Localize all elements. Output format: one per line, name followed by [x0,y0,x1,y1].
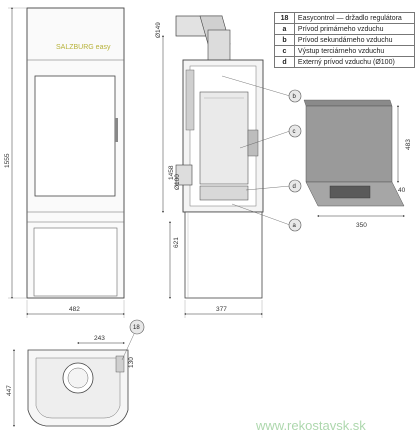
legend-row: 18 Easycontrol — držadlo regulátora [274,12,415,24]
legend-key: b [274,34,295,46]
legend-key: 18 [274,12,295,24]
air-inlet-diameter-dimension: Ø100 [174,174,181,190]
svg-text:d: d [293,184,296,190]
legend-table: 18 Easycontrol — držadlo regulátora a Pr… [274,12,415,68]
secondary-air-channel [185,69,195,131]
callout-d: d [288,179,302,193]
top-regulator [115,355,125,373]
callout-c: c [288,124,302,138]
front-width-dimension: 482 [69,306,80,313]
callout-a: a [288,218,302,232]
legend-text: Prívod sekundárneho vzduchu [293,34,415,46]
flue-diameter-dimension: Ø149 [155,22,162,38]
top-view: 243 130 447 [6,333,135,427]
legend-text: Výstup terciárneho vzduchu [293,45,415,57]
firebox-back-plate [305,105,393,183]
top-offset-dimension: 243 [94,335,105,342]
firebox-height-dimension: 483 [405,139,412,150]
legend-key: d [274,56,295,68]
door-handle [115,118,118,142]
side-pedestal [184,211,263,299]
legend-key: c [274,45,295,57]
lower-height-dimension: 621 [173,237,180,248]
legend-key: a [274,23,295,35]
firebox-3d-view: 483 40 350 [303,99,412,229]
callout-b: b [288,89,302,103]
callout-18: 18 [129,319,145,335]
front-brand-label: SALZBURG easy [56,44,111,51]
watermark: www.rekostavsk.sk [255,418,366,433]
front-height-dimension: 1555 [4,153,11,168]
front-glass-door [34,75,116,197]
svg-text:18: 18 [133,325,140,331]
legend-row: c Výstup terciárneho vzduchu [274,45,415,57]
regulator-handle-side [247,129,259,157]
ash-tray [199,185,249,201]
legend-text: Externý prívod vzduchu (Ø100) [293,56,415,68]
firebox-width-dimension: 350 [356,222,367,229]
front-view: SALZBURG easy 1555 482 [4,7,125,318]
side-firebox [199,91,249,185]
svg-text:a: a [293,223,297,229]
svg-text:c: c [293,129,296,135]
side-section-view: Ø149 1458 Ø100 621 377 [155,15,291,318]
top-depth-dimension: 447 [6,385,13,396]
legend-row: b Prívod sekundárneho vzduchu [274,34,415,46]
svg-text:b: b [293,94,297,100]
front-storage-niche [33,227,118,297]
legend-row: a Prívod primárneho vzduchu [274,23,415,35]
legend-text: Easycontrol — držadlo regulátora [293,12,415,24]
firebox-grate [329,185,371,199]
external-air-inlet [175,164,193,186]
top-small-dimension: 130 [128,357,135,368]
total-height-dimension: 1458 [168,165,175,180]
side-depth-dimension: 377 [216,306,227,313]
legend-text: Prívod primárneho vzduchu [293,23,415,35]
legend-row: d Externý prívod vzduchu (Ø100) [274,56,415,68]
firebox-depth-dimension: 40 [398,187,406,194]
